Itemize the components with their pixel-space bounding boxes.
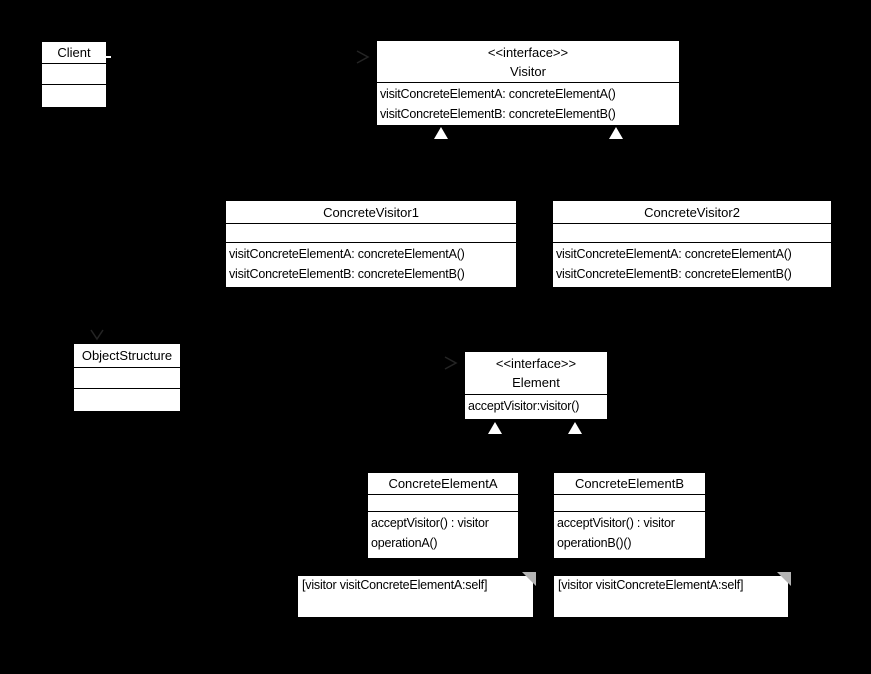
class-client-title: Client	[57, 45, 91, 60]
interface-element-stereotype: <<interface>>	[495, 356, 577, 371]
note-fold-icon	[522, 572, 536, 586]
class-concrete-element-a-title: ConcreteElementA	[388, 476, 498, 491]
class-client-attributes	[42, 64, 106, 85]
class-concrete-visitor-2-methods: visitConcreteElementA: concreteElementA(…	[556, 247, 792, 281]
note-concrete-element-b: [visitor visitConcreteElementA:self]	[553, 572, 791, 618]
class-concrete-visitor-1: ConcreteVisitor1 visitConcreteElementA: …	[225, 200, 517, 288]
class-concrete-element-a: ConcreteElementA acceptVisitor() : visit…	[367, 472, 519, 559]
class-concrete-element-b-title: ConcreteElementB	[574, 476, 685, 491]
class-concrete-visitor-2-attributes	[553, 224, 831, 243]
class-concrete-visitor-2-title: ConcreteVisitor2	[644, 204, 740, 220]
class-concrete-element-b: ConcreteElementB acceptVisitor() : visit…	[553, 472, 706, 559]
class-client: Client	[41, 41, 107, 108]
association-arrowhead-icon	[90, 329, 104, 341]
class-object-structure-title: ObjectStructure	[81, 348, 173, 363]
interface-visitor: <<interface>> Visitor visitConcreteEleme…	[376, 40, 680, 126]
generalization-arrowhead-icon	[434, 127, 448, 139]
interface-element-methods: acceptVisitor:visitor()	[468, 399, 580, 413]
interface-element-name: Element	[512, 375, 560, 390]
interface-visitor-stereotype: <<interface>>	[487, 44, 569, 60]
class-concrete-visitor-1-attributes	[226, 224, 516, 243]
generalization-arrowhead-icon	[488, 422, 502, 434]
association-arrowhead-icon	[356, 50, 370, 64]
interface-visitor-name: Visitor	[510, 63, 546, 79]
class-object-structure-attributes	[74, 368, 180, 389]
class-client-methods	[42, 85, 106, 105]
note-concrete-element-b-text: [visitor visitConcreteElementA:self]	[558, 578, 744, 592]
interface-element: <<interface>> Element acceptVisitor:visi…	[464, 351, 608, 420]
class-concrete-element-a-methods: acceptVisitor() : visitor operationA()	[371, 516, 489, 550]
class-concrete-visitor-1-methods: visitConcreteElementA: concreteElementA(…	[229, 247, 465, 281]
note-concrete-element-a: [visitor visitConcreteElementA:self]	[297, 572, 536, 618]
class-concrete-element-b-attributes	[554, 495, 705, 512]
class-object-structure-methods	[74, 389, 180, 409]
class-concrete-visitor-2: ConcreteVisitor2 visitConcreteElementA: …	[552, 200, 832, 288]
note-concrete-element-a-text: [visitor visitConcreteElementA:self]	[302, 578, 488, 592]
class-concrete-element-b-methods: acceptVisitor() : visitor operationB()()	[557, 516, 675, 550]
association-arrowhead-icon	[444, 356, 458, 370]
association-line-stub	[105, 56, 111, 58]
interface-visitor-methods: visitConcreteElementA: concreteElementA(…	[380, 87, 616, 121]
generalization-arrowhead-icon	[568, 422, 582, 434]
class-concrete-visitor-1-title: ConcreteVisitor1	[323, 204, 419, 220]
note-fold-icon	[777, 572, 791, 586]
class-object-structure: ObjectStructure	[73, 343, 181, 412]
class-concrete-element-a-attributes	[368, 495, 518, 512]
generalization-arrowhead-icon	[609, 127, 623, 139]
